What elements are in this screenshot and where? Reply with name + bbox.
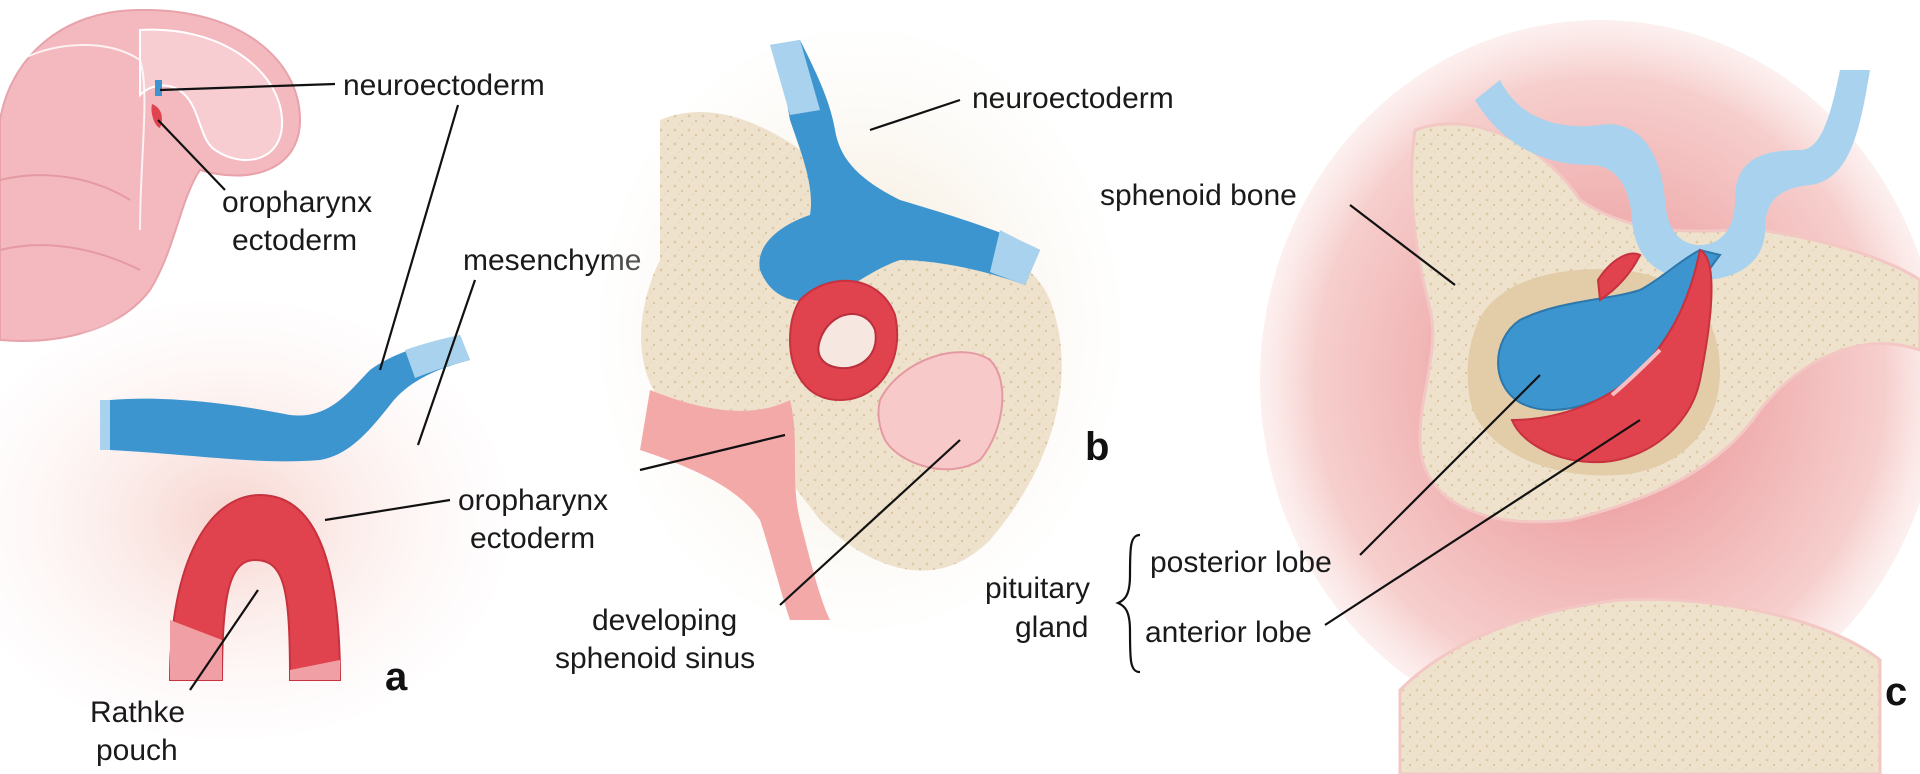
- leader-neuroectoderm-small: [159, 82, 336, 92]
- panel-letter-c: c: [1885, 670, 1907, 714]
- leader-rathke: [189, 589, 259, 691]
- neuroectoderm-b: [759, 40, 1040, 302]
- label-developing-sinus-1: developing: [592, 604, 737, 637]
- panel-letter-b: b: [1085, 425, 1109, 469]
- leader-posterior-lobe: [1359, 374, 1541, 556]
- label-neuroectoderm-b: neuroectoderm: [972, 82, 1174, 115]
- leader-mesenchyme: [416, 279, 477, 446]
- label-pituitary-2: gland: [1015, 611, 1088, 644]
- hypothalamus-stalks: [1475, 70, 1870, 280]
- pituitary-brace: [1115, 533, 1141, 674]
- panel-a: neuroectoderm oropharynx ectoderm mesenc…: [0, 8, 641, 767]
- embryo-inset: [0, 8, 302, 342]
- label-oropharynx-small-2: ectoderm: [232, 224, 357, 257]
- label-oropharynx-a-2: ectoderm: [470, 522, 595, 555]
- leader-oropharynx-b: [639, 433, 786, 472]
- label-rathke-1: Rathke: [90, 696, 185, 729]
- label-neuroectoderm-small: neuroectoderm: [343, 69, 545, 102]
- label-posterior-lobe: posterior lobe: [1150, 546, 1332, 579]
- leader-neuroectoderm-b: [869, 98, 961, 132]
- leader-sphenoid-sinus: [779, 439, 961, 606]
- label-oropharynx-a-1: oropharynx: [458, 484, 608, 517]
- panel-b: neuroectoderm developing sphenoid sinus …: [555, 30, 1174, 675]
- label-sphenoid-bone: sphenoid bone: [1100, 179, 1297, 212]
- oropharynx-stalk-b: [640, 390, 830, 620]
- leader-oropharynx-small: [157, 119, 226, 191]
- leader-neuroectoderm-a: [378, 104, 460, 371]
- leader-anterior-lobe: [1324, 419, 1641, 626]
- pars-tuberalis: [1596, 252, 1642, 302]
- label-rathke-2: pouch: [96, 734, 178, 767]
- label-developing-sinus-2: sphenoid sinus: [555, 642, 755, 675]
- embryo-neuroectoderm-dot: [155, 80, 162, 96]
- sphenoid-sinus-shape: [877, 351, 1004, 471]
- label-pituitary-1: pituitary: [985, 572, 1090, 605]
- rathke-pouch-shape: [168, 493, 342, 681]
- label-anterior-lobe: anterior lobe: [1145, 616, 1312, 649]
- lower-bone-c: [1398, 597, 1882, 774]
- leader-oropharynx-a: [324, 498, 451, 522]
- panel-c: sphenoid bone pituitary gland posterior …: [985, 20, 1920, 774]
- label-oropharynx-small-1: oropharynx: [222, 186, 372, 219]
- leader-sphenoid-bone: [1349, 204, 1456, 286]
- panel-letter-a: a: [385, 655, 408, 699]
